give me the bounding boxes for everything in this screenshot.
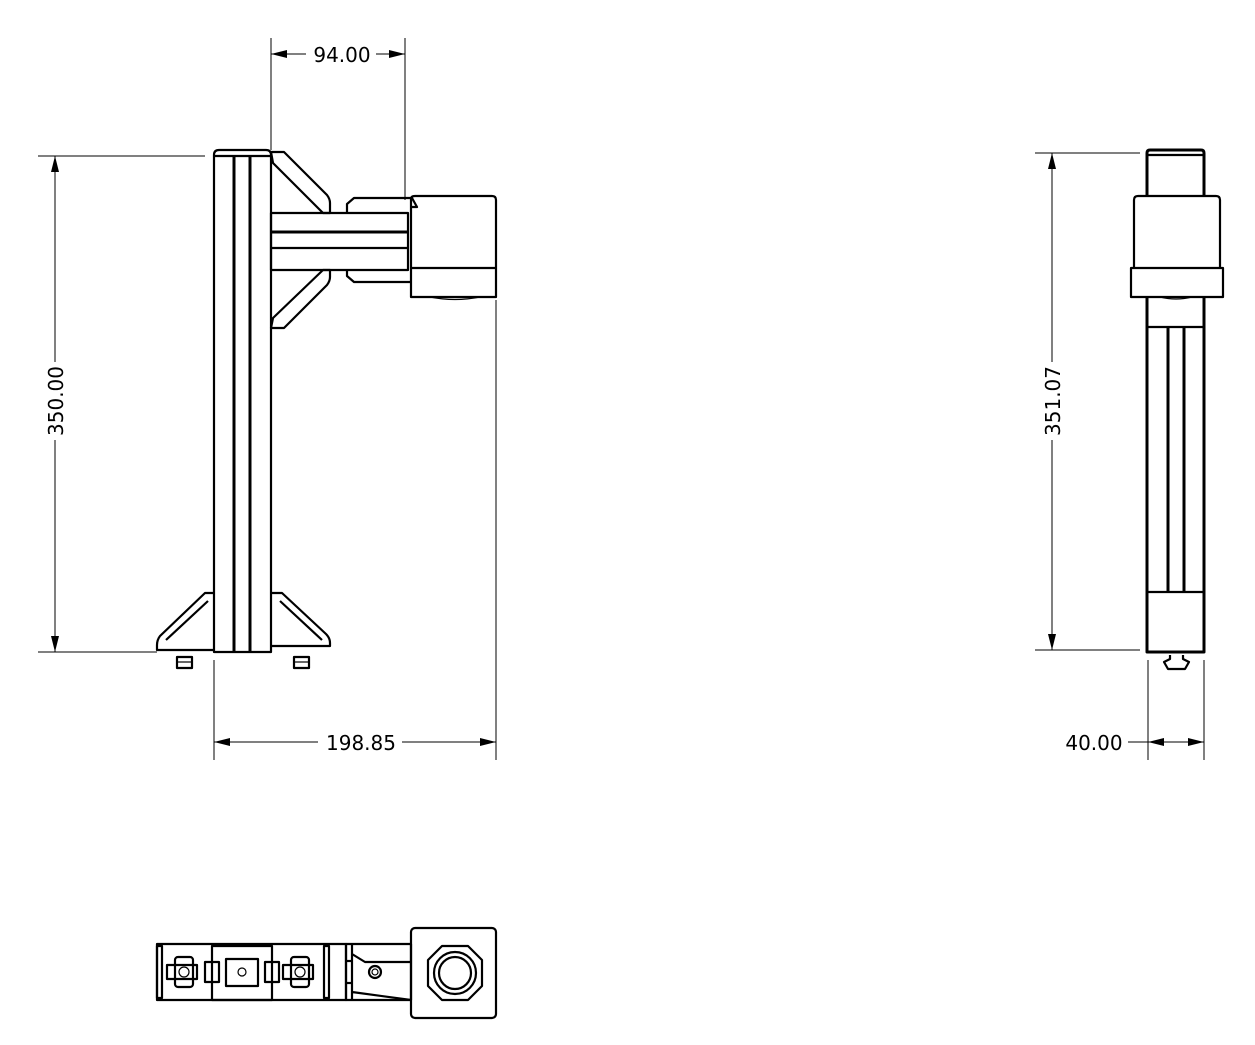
dimension-profile-width: 40.00: [1065, 660, 1205, 760]
dimension-label-front-height: 350.00: [44, 366, 68, 436]
dimension-label-profile-width: 40.00: [1065, 731, 1122, 755]
dimension-label-side-height: 351.07: [1041, 366, 1065, 436]
dimension-side-height: 351.07: [1035, 152, 1140, 651]
dimension-label-total-width: 198.85: [326, 731, 396, 755]
dimension-front-height: 350.00: [38, 155, 205, 653]
side-view: [1129, 148, 1225, 671]
dimension-total-width: 198.85: [213, 300, 497, 760]
dimension-arm-offset: 94.00: [270, 38, 406, 200]
top-view: [155, 926, 498, 1020]
dimension-label-arm-offset: 94.00: [313, 43, 370, 67]
front-view: [155, 148, 498, 670]
